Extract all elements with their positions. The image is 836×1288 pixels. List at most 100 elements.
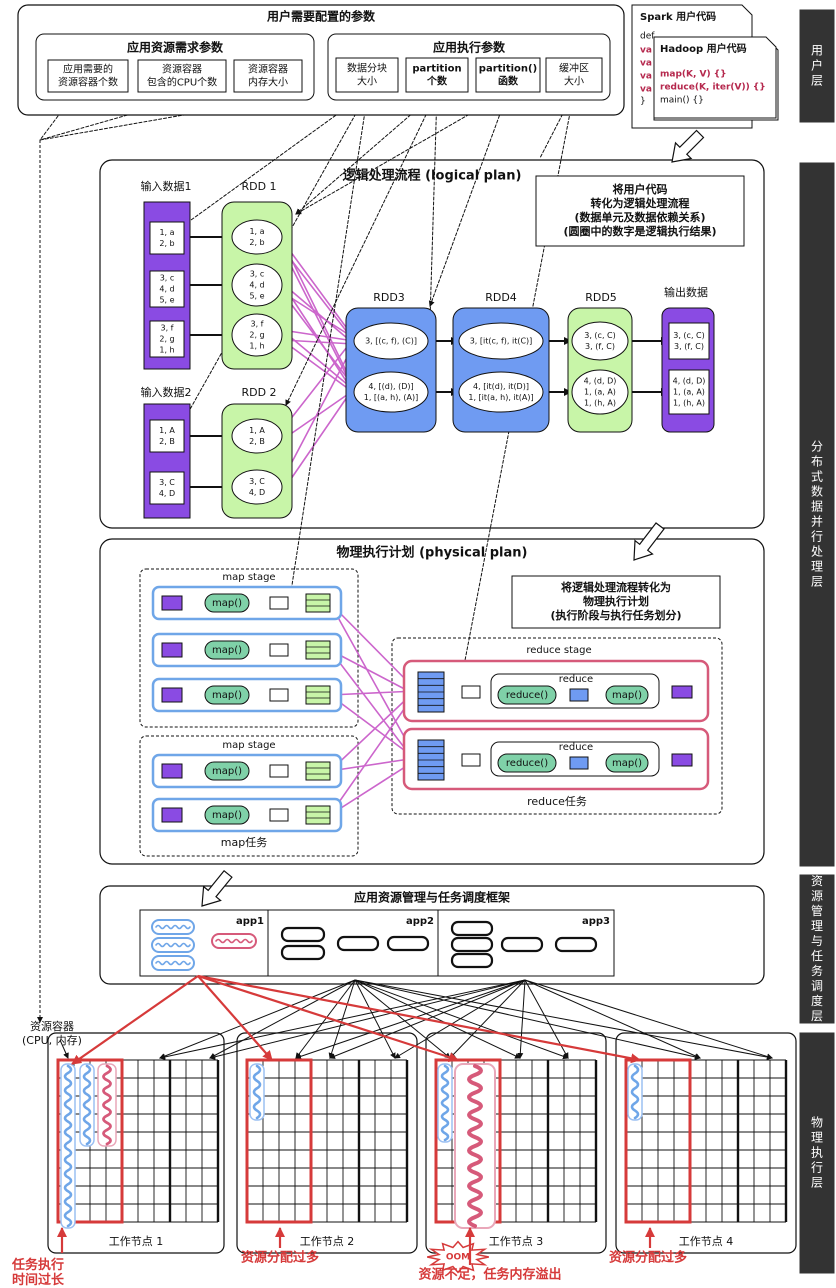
- task-lane: [437, 1063, 453, 1143]
- layer-bar-label: 并: [811, 515, 823, 529]
- layer-bar-label: 数: [811, 484, 823, 499]
- resource-param-box: [137, 59, 227, 93]
- logical-note-line: 将用户代码: [613, 182, 668, 196]
- map-function-label: map(): [212, 690, 242, 701]
- issue-label: 资源分配过多: [609, 1250, 687, 1266]
- layer-bar-label: 理: [811, 560, 823, 574]
- map-buffer: [269, 808, 289, 822]
- task-wave: [467, 1064, 483, 1228]
- reduce-task-label: reduce任务: [527, 795, 587, 808]
- input-part-label: 1, a: [159, 228, 174, 237]
- layer-bar-label: 行: [811, 530, 823, 544]
- exec-param-label: 个数: [426, 75, 448, 88]
- task-wave: [630, 1064, 640, 1120]
- allocated-container: [624, 1058, 692, 1224]
- layer-bar-label: 与: [811, 934, 823, 948]
- map-function-label: map(): [212, 645, 242, 656]
- map-function-label: map(): [212, 810, 242, 821]
- map-buffer: [269, 688, 289, 702]
- output-part-label: 4, (d, D): [673, 377, 706, 386]
- physical-note-line: (执行阶段与执行任务划分): [550, 608, 681, 622]
- layer-bar-label: 务: [811, 963, 823, 978]
- exec-params-title: 应用执行参数: [433, 40, 506, 55]
- input-part-label: 4, D: [159, 489, 175, 498]
- physical-note-box: [511, 575, 721, 629]
- worker-node-label: 工作节点 4: [679, 1235, 734, 1248]
- rdd2-partition-label: 1, A: [249, 426, 265, 435]
- schedule-arrow: [449, 979, 526, 1059]
- app-task-pill: [450, 952, 494, 969]
- oom-label: OOM: [446, 1253, 470, 1263]
- layer-bar: [799, 9, 835, 123]
- rdd3-partition: [353, 322, 429, 360]
- map-function-label: map(): [612, 690, 642, 701]
- task-wave: [155, 924, 191, 930]
- map-input-block: [161, 807, 183, 823]
- task-wave: [63, 1064, 73, 1228]
- input-part: [149, 221, 185, 255]
- resource-param-label: 资源容器: [248, 63, 288, 76]
- rdd1-partition-label: 1, a: [249, 227, 264, 236]
- physical-note-line: 物理执行计划: [583, 594, 649, 608]
- logical-note-line: (圆圈中的数字是逻辑执行结果): [563, 224, 716, 238]
- reduce-buffer: [461, 753, 481, 767]
- shuffle-dependency-arrow: [281, 339, 355, 348]
- layer-bar-label: 分: [811, 440, 823, 454]
- resource-param-label: 资源容器个数: [58, 76, 118, 89]
- app1-allocation-arrow: [71, 975, 199, 1065]
- param-connector: [427, 91, 438, 321]
- map-output-block: [305, 685, 331, 705]
- layer-bar-label: 调: [811, 979, 823, 993]
- issue-label: 任务执行: [11, 1257, 64, 1273]
- input-part-label: 5, e: [159, 296, 174, 305]
- resource-params-title: 应用资源需求参数: [127, 40, 224, 55]
- exec-param-label: partition(): [479, 64, 537, 75]
- rdd2-partition-label: 2, B: [249, 437, 265, 446]
- schedule-arrow: [295, 979, 356, 1059]
- app1-allocation-arrow: [197, 974, 641, 1064]
- reduce-function-label: reduce(): [506, 690, 548, 701]
- spark-code-fragment: va: [640, 85, 652, 95]
- spark-code-title: Spark 用户代码: [640, 10, 716, 23]
- map-input-block: [161, 763, 183, 779]
- layer-bar-label: 户: [811, 58, 823, 73]
- layer-bar-label: 层: [811, 74, 823, 88]
- schedule-arrow: [354, 979, 773, 1061]
- user-params-title: 用户需要配置的参数: [266, 9, 376, 24]
- task-lane: [60, 1063, 76, 1229]
- layer-bar-label: 管: [811, 903, 823, 918]
- exec-param-label: partition: [412, 64, 461, 75]
- app1-allocation-arrow: [197, 975, 273, 1061]
- layer-bar: [799, 1032, 835, 1274]
- layer-bar-label: 布: [811, 455, 823, 469]
- logical-note-line: 转化为逻辑处理流程: [591, 196, 690, 210]
- map-function: [204, 761, 250, 781]
- layer-bar-label: 理: [811, 1131, 823, 1145]
- rdd2-label: RDD 2: [241, 386, 276, 399]
- exec-param-label: 函数: [498, 75, 519, 88]
- app1-allocation-arrow: [197, 974, 459, 1062]
- rdd3-partition-label: 4, [(d), (D)]: [368, 382, 413, 391]
- rdd1-partition: [231, 263, 283, 307]
- app-task-pill: [450, 920, 494, 937]
- param-connector: [428, 91, 509, 307]
- map-input-block: [161, 687, 183, 703]
- schedule-arrow: [159, 979, 526, 1060]
- rdd4-partition-label: 1, [it(a, h), it(A)]: [468, 393, 533, 402]
- map-output-block: [305, 805, 331, 825]
- shuffle-dependency-arrow: [281, 343, 355, 482]
- map-function-label: map(): [212, 598, 242, 609]
- input2-label: 输入数据2: [141, 385, 192, 399]
- map-task-label: map任务: [221, 836, 267, 849]
- shuffle-dependency-arrow: [329, 602, 417, 691]
- map-buffer: [269, 596, 289, 610]
- app-task-pill: [280, 944, 326, 961]
- rdd4-partition: [458, 322, 544, 360]
- reduce-function-label: reduce(): [506, 758, 548, 769]
- hadoop-code-title: Hadoop 用户代码: [660, 42, 747, 55]
- rdd4-label: RDD4: [485, 291, 517, 304]
- spark-code-fragment: def: [640, 32, 655, 42]
- hadoop-code-line: reduce(K, iter(V)) {}: [660, 83, 766, 93]
- rdd1-partition-label: 3, f: [251, 320, 264, 329]
- shuffle-dependency-arrow: [329, 694, 417, 760]
